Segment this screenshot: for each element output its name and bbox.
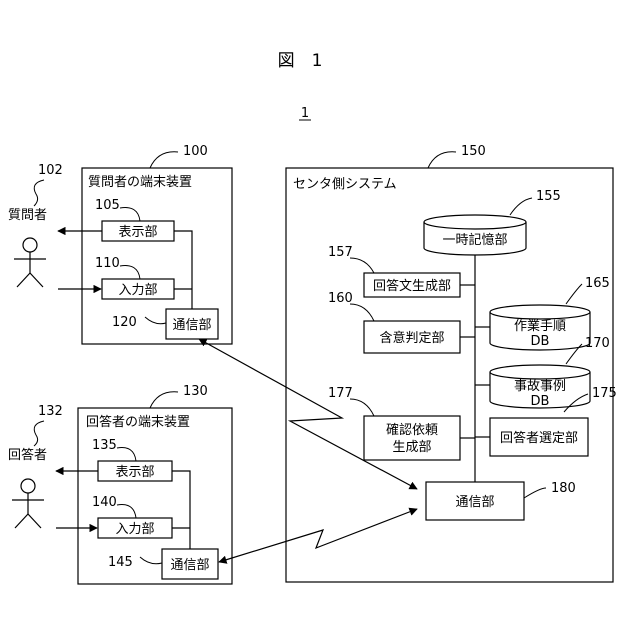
meaning-judge-label: 含意判定部 [379, 330, 444, 346]
network-link-answerer [219, 509, 417, 562]
answer-gen-label: 回答文生成部 [373, 278, 451, 294]
questioner-comm-ref: 120 [112, 315, 137, 330]
center-comm-label: 通信部 [455, 495, 494, 510]
ref-leader [566, 284, 582, 304]
answerer-ref: 132 [38, 404, 63, 419]
incident-db-line2: DB [531, 394, 550, 409]
ref-leader [350, 399, 374, 416]
temp-storage-label: 一時記憶部 [442, 232, 507, 248]
figure-title: 図 1 [278, 51, 323, 71]
meaning-judge-ref: 160 [328, 291, 353, 306]
confirm-gen-line2: 生成部 [392, 440, 431, 455]
questioner-terminal-ref: 100 [183, 144, 208, 159]
ref-leader [524, 488, 546, 498]
ref-leader [350, 258, 374, 273]
incident-db-line1: 事故事例 [514, 379, 566, 394]
work-db-ref: 165 [585, 276, 610, 291]
ref-leader [117, 448, 136, 461]
center-comm-ref: 180 [551, 481, 576, 496]
answerer-comm-label: 通信部 [170, 558, 209, 573]
questioner-ref: 102 [38, 163, 63, 178]
wire [174, 231, 192, 309]
ref-leader [34, 180, 44, 206]
confirm-gen-ref: 177 [328, 386, 353, 401]
system-ref: 1 [301, 106, 309, 121]
person-icon [12, 479, 44, 528]
answerer-input-label: 入力部 [115, 522, 154, 537]
answerer: 132 回答者 [8, 404, 98, 528]
ref-leader [34, 421, 44, 446]
questioner-input-label: 入力部 [118, 283, 157, 298]
answerer-comm-ref: 145 [108, 555, 133, 570]
incident-db-ref: 170 [585, 336, 610, 351]
ref-leader [428, 152, 456, 168]
work-db-line1: 作業手順 [514, 318, 566, 334]
ref-leader [510, 198, 532, 215]
answerer-terminal-ref: 130 [183, 384, 208, 399]
questioner-display-label: 表示部 [118, 225, 157, 240]
answer-gen-ref: 157 [328, 245, 353, 260]
questioner-comm-label: 通信部 [172, 318, 211, 333]
answerer-label: 回答者 [8, 447, 47, 463]
ref-leader [150, 152, 178, 168]
work-db-line2: DB [531, 334, 550, 349]
answerer-input-ref: 140 [92, 495, 117, 510]
questioner-label: 質問者 [8, 208, 47, 223]
answerer-terminal-title: 回答者の端末装置 [86, 414, 190, 430]
ref-leader [140, 557, 162, 564]
wire [172, 471, 190, 549]
questioner-input-ref: 110 [95, 256, 120, 271]
person-icon [14, 238, 46, 287]
answerer-select-label: 回答者選定部 [500, 430, 578, 446]
answerer-display-label: 表示部 [115, 465, 154, 480]
questioner-display-ref: 105 [95, 198, 120, 213]
answerer-terminal: 回答者の端末装置 130 表示部 135 入力部 140 通信部 145 [78, 384, 232, 584]
questioner-terminal: 質問者の端末装置 100 表示部 105 入力部 110 通信部 120 [82, 144, 232, 344]
questioner-terminal-title: 質問者の端末装置 [88, 175, 192, 190]
ref-leader [145, 317, 166, 324]
temp-storage: 一時記憶部 155 [424, 189, 561, 255]
ref-leader [117, 505, 136, 518]
ref-leader [120, 266, 140, 279]
ref-leader [350, 304, 374, 321]
answerer-display-ref: 135 [92, 438, 117, 453]
center-system-title: センタ側システム [293, 177, 397, 192]
temp-storage-ref: 155 [536, 189, 561, 204]
center-system-ref: 150 [461, 144, 486, 159]
center-system: センタ側システム 150 一時記憶部 155 回答文生成部 157 含意判定部 … [286, 144, 617, 582]
ref-leader [150, 392, 178, 408]
answerer-select-ref: 175 [592, 386, 617, 401]
ref-leader [120, 208, 140, 221]
confirm-gen-line1: 確認依頼 [386, 422, 438, 438]
